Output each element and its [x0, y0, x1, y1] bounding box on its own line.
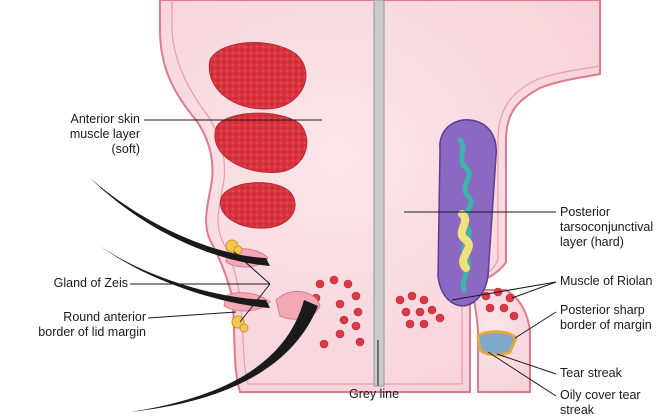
muscle-bundle-2: [214, 112, 308, 174]
label-tear-streak: Tear streak: [560, 366, 622, 380]
eyelash-2: [100, 246, 270, 308]
riolan-muscle-cluster: [395, 291, 445, 329]
leader-lines: [130, 119, 557, 397]
label-round-anterior-border: Round anterior border of lid margin: [20, 310, 146, 340]
label-posterior-sharp-border: Posterior sharp border of margin: [560, 303, 652, 333]
muscle-bundle-3: [219, 182, 296, 229]
label-oily-cover: Oily cover tear streak: [560, 388, 641, 418]
tarsal-gland-duct: [457, 210, 473, 272]
label-sharp-line1: Posterior sharp: [560, 303, 645, 317]
zeis-gland-top: [225, 239, 243, 255]
label-muscle-of-riolan: Muscle of Riolan: [560, 274, 653, 288]
label-posterior-layer: Posterior tarsoconjunctival layer (hard): [560, 205, 653, 250]
orbicularis-dots: [311, 275, 365, 349]
label-gland-of-zeis: Gland of Zeis: [53, 276, 128, 290]
label-oily-line2: streak: [560, 403, 595, 417]
eyelash-1: [90, 178, 270, 266]
label-anterior-skin-line3: (soft): [111, 142, 140, 156]
label-round-line1: Round anterior: [63, 310, 146, 324]
grey-line-band: [373, 0, 385, 387]
label-round-line2: border of lid margin: [38, 325, 146, 339]
label-posterior-line3: layer (hard): [560, 235, 624, 249]
label-grey-line: Grey line: [349, 387, 400, 401]
label-sharp-line2: border of margin: [560, 318, 652, 332]
eyelash-3: [130, 300, 318, 412]
label-anterior-skin: Anterior skin muscle layer (soft): [38, 112, 140, 157]
label-anterior-skin-line2: muscle layer: [69, 127, 140, 141]
label-posterior-line1: Posterior: [560, 205, 611, 219]
label-posterior-line2: tarsoconjunctival: [560, 220, 654, 234]
muscle-bundle-1: [208, 42, 307, 110]
tear-streak-shape: [476, 330, 518, 357]
label-anterior-skin-line1: Anterior skin: [70, 112, 140, 126]
zeis-gland-bottom: [231, 315, 249, 333]
label-oily-line1: Oily cover tear: [560, 388, 641, 402]
